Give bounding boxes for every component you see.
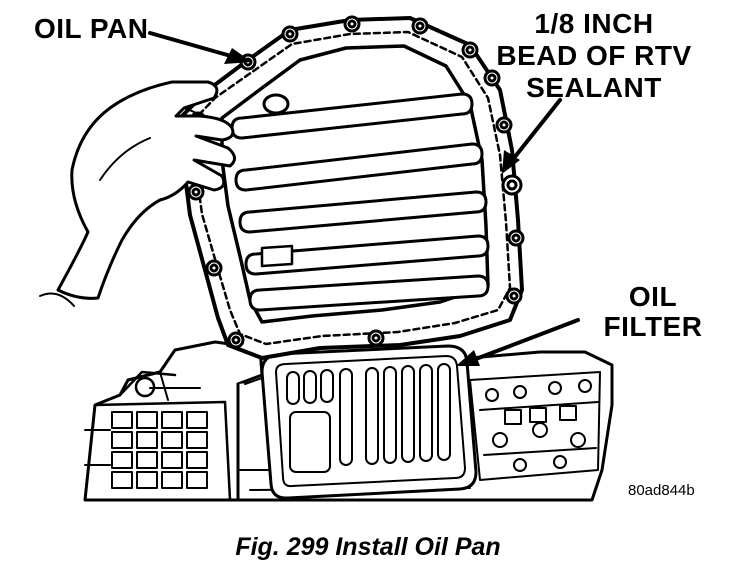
oil-pan-leader (148, 31, 240, 60)
sealant-label: 1/8 INCH BEAD OF RTV SEALANT (494, 8, 694, 104)
oil-filter-label-line-2: FILTER (603, 311, 703, 342)
left-grid-cells (111, 411, 208, 489)
figure-code: 80ad844b (628, 482, 695, 499)
oil-filter-label-line-1: OIL (628, 281, 678, 312)
figure-caption: Fig. 299 Install Oil Pan (235, 533, 501, 561)
oil-pan-arrowhead (224, 48, 252, 64)
leader-arrows (148, 31, 580, 364)
sealant-leader (508, 98, 562, 165)
sealant-arrowhead (502, 150, 520, 174)
oil-pan-ribs (230, 92, 490, 312)
filter-arrowhead (456, 350, 480, 366)
sealant-label-line-1: 1/8 INCH (534, 8, 654, 39)
sealant-label-line-2: BEAD OF RTV (496, 40, 692, 71)
oil-filter-label: OIL FILTER (598, 282, 708, 342)
filter-ribs (286, 363, 451, 473)
oil-filter (260, 344, 478, 500)
oil-pan (178, 15, 525, 360)
sealant-label-line-3: SEALANT (526, 72, 662, 103)
oil-pan-label: OIL PAN (34, 13, 149, 44)
hand (39, 80, 236, 307)
filter-leader (466, 318, 580, 364)
